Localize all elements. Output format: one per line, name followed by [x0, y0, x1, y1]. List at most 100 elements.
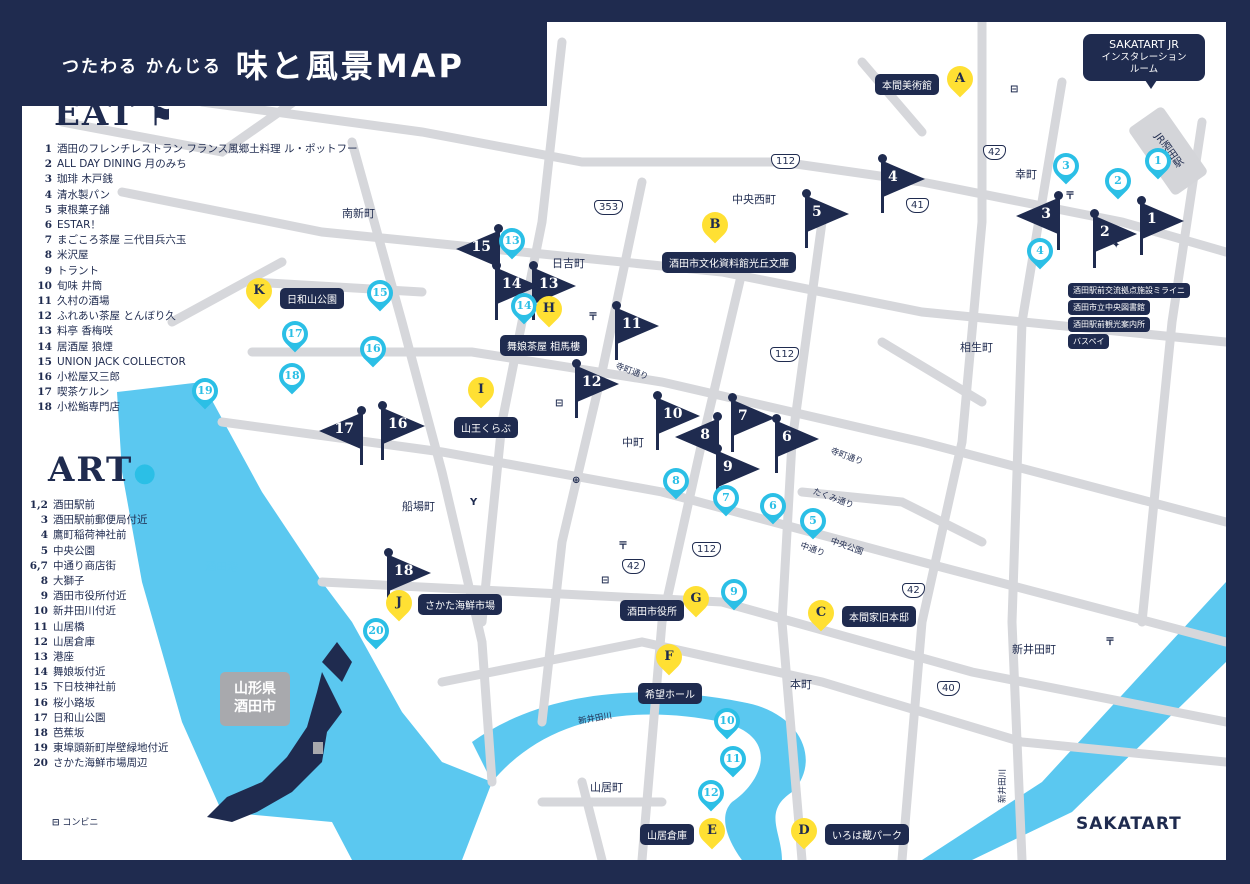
fire-station-icon: Y [470, 497, 478, 508]
spot-pin-marker[interactable]: F [650, 638, 688, 680]
flag-number: 2 [1100, 224, 1110, 240]
art-pin-marker[interactable]: 18 [273, 357, 311, 399]
prefecture-line2: 酒田市 [234, 699, 276, 715]
konbini-icon: ⊟ [601, 575, 610, 586]
spot-pin-marker[interactable]: E [693, 812, 731, 854]
item-name: トラント [57, 264, 99, 277]
art-pin-marker[interactable]: 14 [505, 287, 543, 329]
route-shield: 112 [771, 154, 801, 169]
art-pin-marker[interactable]: 10 [708, 702, 746, 744]
flag-ball [1054, 191, 1063, 200]
water [117, 382, 1226, 860]
pin-number: 14 [516, 299, 532, 312]
spot-pin-marker[interactable]: G [677, 580, 715, 622]
pin-number: 6 [769, 499, 777, 512]
flag-number: 11 [622, 316, 642, 332]
pin-inner [725, 583, 743, 601]
art-pin-marker[interactable]: 4 [1021, 232, 1059, 274]
eat-heading-text: EAT [54, 94, 136, 134]
art-pin-marker[interactable]: 13 [493, 222, 531, 264]
spot-pin-marker[interactable]: D [785, 812, 823, 854]
sakata-port-water [117, 382, 492, 860]
spot-pin-marker[interactable]: A [941, 60, 979, 102]
art-pin-marker[interactable]: 17 [276, 315, 314, 357]
spot-label[interactable]: 舞娘茶屋 相馬樓 [500, 335, 588, 356]
art-pin-marker[interactable]: 8 [657, 462, 695, 504]
spot-pin-marker[interactable]: H [530, 290, 568, 332]
art-pin-marker[interactable]: 11 [714, 740, 752, 782]
item-name: 山居橋 [53, 620, 85, 633]
spot-pin-marker[interactable]: K [240, 272, 278, 314]
art-pin-marker[interactable]: 20 [357, 612, 395, 654]
post-office-icon: 〒 [1105, 637, 1115, 648]
flag-ball [653, 391, 662, 400]
flag-ball [878, 154, 887, 163]
item-name: 清水製パン [57, 188, 111, 201]
art-pin-marker[interactable]: 6 [754, 487, 792, 529]
art-pin-marker[interactable]: 19 [186, 372, 224, 414]
flag-pole [1057, 195, 1060, 250]
station-facility-label[interactable]: 酒田駅前観光案内所 [1068, 317, 1150, 332]
item-name: 酒田駅前郵便局付近 [53, 514, 148, 527]
item-number: 17 [33, 711, 48, 724]
item-name: UNION JACK COLLECTOR [57, 355, 186, 368]
station-facility-label[interactable]: バスペイ [1068, 334, 1110, 349]
art-pin-marker[interactable]: 7 [707, 479, 745, 521]
route-shield: 41 [906, 198, 929, 213]
item-name: 日和山公園 [53, 711, 106, 724]
spot-label[interactable]: 山居倉庫 [640, 824, 694, 845]
flag-pole [1140, 200, 1143, 255]
flag-pole [716, 416, 719, 471]
art-pin-marker[interactable]: 5 [794, 502, 832, 544]
item-number: 3 [44, 173, 52, 186]
spot-label[interactable]: 酒田市役所 [620, 600, 684, 621]
flag-pole [575, 363, 578, 418]
item-number: 9 [40, 590, 48, 603]
spot-label[interactable]: 本間美術館 [875, 74, 939, 95]
spot-pin-marker[interactable]: C [802, 594, 840, 636]
item-number: 10 [37, 279, 52, 292]
art-list-item: 9 酒田市役所付近 [24, 589, 169, 604]
item-name: 酒田市役所付近 [53, 590, 127, 603]
flag-number: 15 [471, 239, 491, 255]
flag-icon: ⚑ [149, 102, 175, 132]
spot-pin-marker[interactable]: J [380, 584, 418, 626]
station-facility-label[interactable]: 酒田市立中央図書館 [1068, 300, 1150, 315]
art-pin-marker[interactable]: 12 [692, 774, 730, 816]
art-pin-marker[interactable]: 2 [1099, 162, 1137, 204]
item-name: ESTAR！ [57, 219, 101, 232]
pin-inner [283, 367, 301, 385]
item-number: 8 [40, 575, 48, 588]
spot-pin-marker[interactable]: I [462, 371, 500, 413]
flag-number: 9 [723, 459, 733, 475]
spot-label[interactable]: いろは蔵パーク [825, 824, 909, 845]
flag-pennant [389, 555, 431, 591]
art-pin-marker[interactable]: 3 [1047, 147, 1085, 189]
art-pin-marker[interactable]: 16 [354, 330, 392, 372]
art-pin-marker[interactable]: 15 [361, 274, 399, 316]
spot-pin-marker[interactable]: B [696, 206, 734, 248]
art-pin-marker[interactable]: 9 [715, 573, 753, 615]
spot-label[interactable]: 本間家旧本邸 [842, 606, 916, 627]
spot-label[interactable]: 酒田市文化資料館光丘文庫 [662, 252, 796, 273]
art-pin-marker[interactable]: 1 [1139, 142, 1177, 184]
spot-label[interactable]: 希望ホール [638, 683, 702, 704]
item-name: 中通り商店街 [53, 559, 116, 572]
spot-label[interactable]: 日和山公園 [280, 288, 344, 309]
spot-label[interactable]: 山王くらぶ [454, 417, 518, 438]
art-list-item: 17 日和山公園 [24, 711, 169, 726]
station-facility-label[interactable]: 酒田駅前交流拠点施設ミライニ [1068, 283, 1190, 298]
town-name: 山居町 [590, 781, 623, 794]
spot-label[interactable]: さかた海鮮市場 [418, 594, 502, 615]
